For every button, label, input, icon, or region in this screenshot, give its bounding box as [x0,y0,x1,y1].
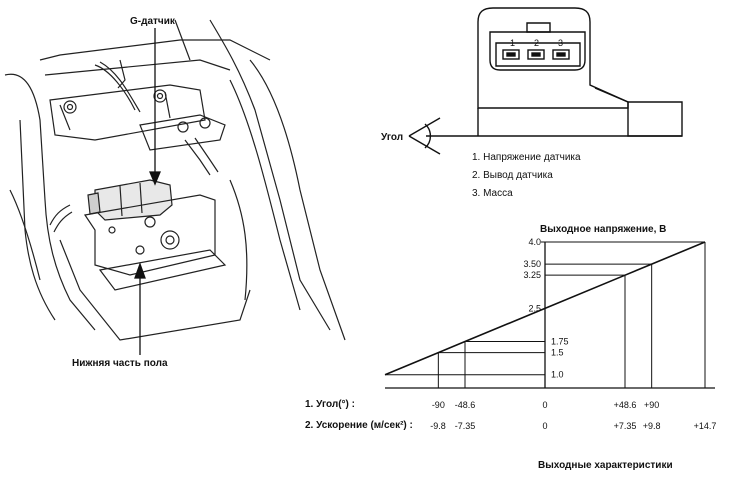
g-sensor-label: G-датчик [130,16,176,27]
x-angle-tick-label: -90 [432,400,445,410]
pin-3 [552,49,570,60]
angle-label: Угол [381,132,403,143]
x-accel-tick-label: +9.8 [643,421,661,431]
connector-drawing [408,7,683,155]
floor-illustration [4,19,346,341]
y-tick-label: 3.50 [523,259,541,269]
y-tick-label: 1.75 [551,337,569,347]
pin-1-label: 1 [510,38,515,48]
row-label-angle: 1. Угол(°) : [305,399,355,410]
floor-leader [134,262,146,355]
x-accel-tick-label: 0 [542,421,547,431]
legend-item-2: 2. Вывод датчика [472,170,553,181]
x-angle-tick-label: +48.6 [614,400,637,410]
y-tick-label: 4.0 [528,237,541,247]
g-sensor-leader [149,28,161,186]
pin-2-label: 2 [534,38,539,48]
x-angle-tick-label: 0 [542,400,547,410]
pin-2 [527,49,545,60]
pin-1 [502,49,520,60]
legend-item-1: 1. Напряжение датчика [472,152,581,163]
x-accel-tick-label: -9.8 [430,421,446,431]
x-angle-tick-label: -48.6 [455,400,476,410]
legend-item-3: 3. Масса [472,188,513,199]
chart-title: Выходное напряжение, В [540,224,666,235]
y-tick-label: 1.0 [551,370,564,380]
output-chart: 4.0 3.503.25 2.5 1.751.5 1.0 -90 -48.6 0 +48.6 +9… [384,237,717,431]
output-characteristics-title: Выходные характеристики [538,460,673,471]
pin-3-label: 3 [558,38,563,48]
x-angle-tick-label: +90 [644,400,659,410]
y-tick-label: 3.25 [523,270,541,280]
x-accel-tick-label: +7.35 [614,421,637,431]
y-tick-label: 2.5 [528,303,541,313]
y-tick-label: 1.5 [551,348,564,358]
floor-label: Нижняя часть пола [72,358,168,369]
x-accel-tick-label: -7.35 [455,421,476,431]
row-label-accel: 2. Ускорение (м/сек²) : [305,420,413,431]
x-accel-tick-label: +14.7 [694,421,717,431]
